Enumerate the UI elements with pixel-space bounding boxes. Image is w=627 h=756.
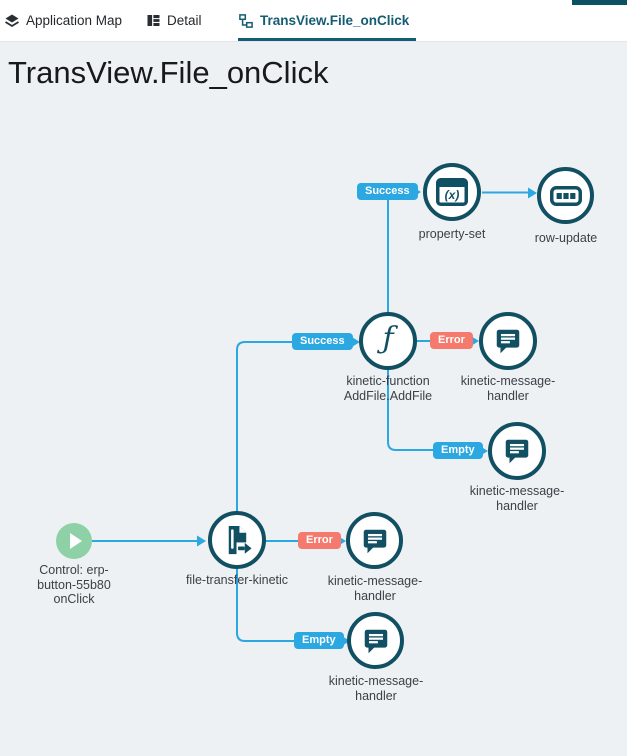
node-label: file-transfer-kinetic	[185, 573, 289, 587]
node-file-transfer-kinetic[interactable]	[208, 511, 266, 569]
message-icon	[505, 439, 529, 464]
edge-label-success: Success	[292, 333, 353, 350]
message-icon	[363, 529, 386, 553]
node-kinetic-message-handler[interactable]	[346, 512, 403, 569]
tab-application-map[interactable]: Application Map	[5, 0, 122, 41]
grid-icon	[147, 14, 160, 27]
node-row-update[interactable]	[537, 167, 594, 224]
edge-label-success: Success	[357, 183, 418, 200]
tab-label: TransView.File_onClick	[260, 13, 410, 28]
tab-label: Detail	[167, 13, 202, 28]
tab-detail[interactable]: Detail	[147, 0, 202, 41]
property-set-icon: (x)	[436, 178, 468, 206]
message-icon	[364, 629, 387, 653]
node-kinetic-message-handler[interactable]	[488, 422, 546, 480]
node-label: kinetic-message- handler	[328, 674, 424, 703]
node-label: kinetic-message- handler	[460, 374, 556, 403]
top-right-accent-bar	[572, 0, 627, 5]
svg-text:(x): (x)	[445, 188, 460, 202]
node-label: kinetic-message- handler	[327, 574, 423, 603]
node-label: kinetic-message- handler	[469, 484, 565, 513]
function-icon: ƒ	[382, 321, 394, 356]
page-title: TransView.File_onClick	[8, 55, 329, 90]
message-icon	[496, 329, 520, 354]
node-start-control[interactable]	[56, 523, 92, 559]
edge-label-empty: Empty	[294, 632, 344, 649]
flow-icon	[239, 13, 253, 28]
tab-bar: Application Map Detail TransView.File_on…	[0, 0, 627, 42]
edge-label-error: Error	[430, 332, 473, 349]
node-label: row-update	[534, 231, 598, 245]
node-kinetic-function[interactable]: ƒ	[359, 312, 417, 370]
file-export-icon	[228, 525, 253, 555]
node-kinetic-message-handler[interactable]	[479, 312, 537, 370]
node-label: Control: erp- button-55b80 onClick	[37, 563, 111, 606]
tab-label: Application Map	[26, 13, 123, 28]
layers-icon	[5, 14, 19, 28]
play-icon	[70, 533, 82, 549]
node-kinetic-message-handler[interactable]	[347, 612, 404, 669]
active-tab-underline	[238, 38, 416, 41]
edge-label-error: Error	[298, 532, 341, 549]
node-property-set[interactable]: (x)	[423, 163, 481, 221]
edge-label-empty: Empty	[433, 442, 483, 459]
tab-transview-file-onclick[interactable]: TransView.File_onClick	[239, 0, 409, 41]
row-update-icon	[549, 185, 582, 206]
